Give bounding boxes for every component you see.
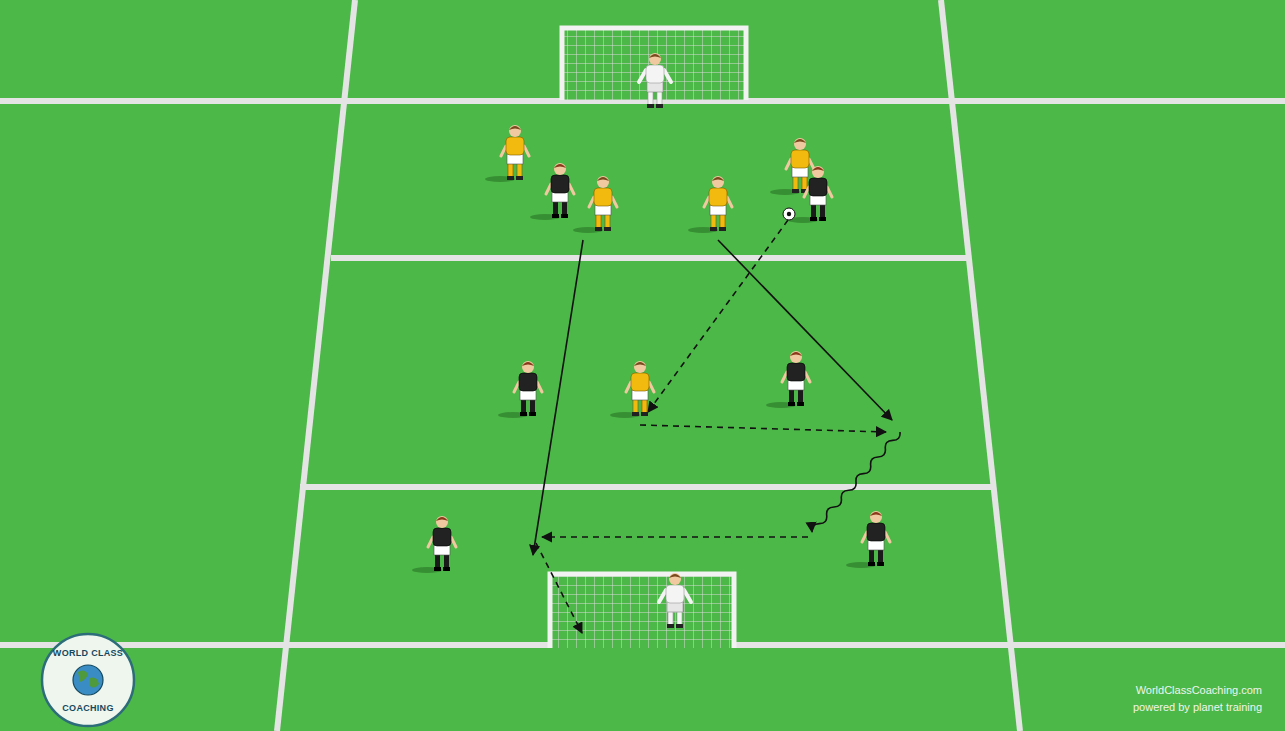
logo: [42, 634, 134, 726]
dribble-arrow: [812, 432, 900, 532]
pass-arrow: [542, 536, 808, 538]
watermark-text: powered by planet training: [1133, 701, 1262, 713]
logo-text: WORLD CLASS: [53, 648, 123, 658]
goalkeeper: [659, 573, 691, 628]
logo-land: [78, 670, 99, 687]
logo-ring: [42, 634, 134, 726]
movement-arrows: [533, 220, 900, 633]
goalkeeper: [639, 53, 671, 108]
goal-bottom: [550, 574, 734, 648]
pitch-line: [277, 0, 355, 731]
players: [412, 53, 890, 628]
black-player: [412, 516, 456, 573]
pitch-line: [941, 0, 1020, 731]
black-player: [498, 361, 542, 418]
yellow-player: [485, 125, 529, 182]
pass-arrow: [648, 220, 788, 412]
run-arrow: [718, 240, 892, 420]
run-arrow: [533, 240, 583, 555]
black-player: [530, 163, 574, 220]
ball: [783, 208, 795, 220]
yellow-player: [610, 361, 654, 418]
logo-globe: [73, 665, 103, 695]
pass-arrow: [640, 425, 886, 432]
pitch-line: [331, 255, 968, 261]
yellow-player: [770, 138, 814, 195]
watermark-text: WorldClassCoaching.com: [1136, 684, 1262, 696]
yellow-player: [573, 176, 617, 233]
goal-frame: [550, 574, 734, 648]
shot-arrow: [536, 543, 582, 633]
logo-text: COACHING: [62, 703, 113, 713]
goal-net: [550, 574, 734, 648]
black-player: [846, 511, 890, 568]
black-player: [766, 351, 810, 408]
pitch-line: [300, 484, 995, 490]
yellow-player: [688, 176, 732, 233]
